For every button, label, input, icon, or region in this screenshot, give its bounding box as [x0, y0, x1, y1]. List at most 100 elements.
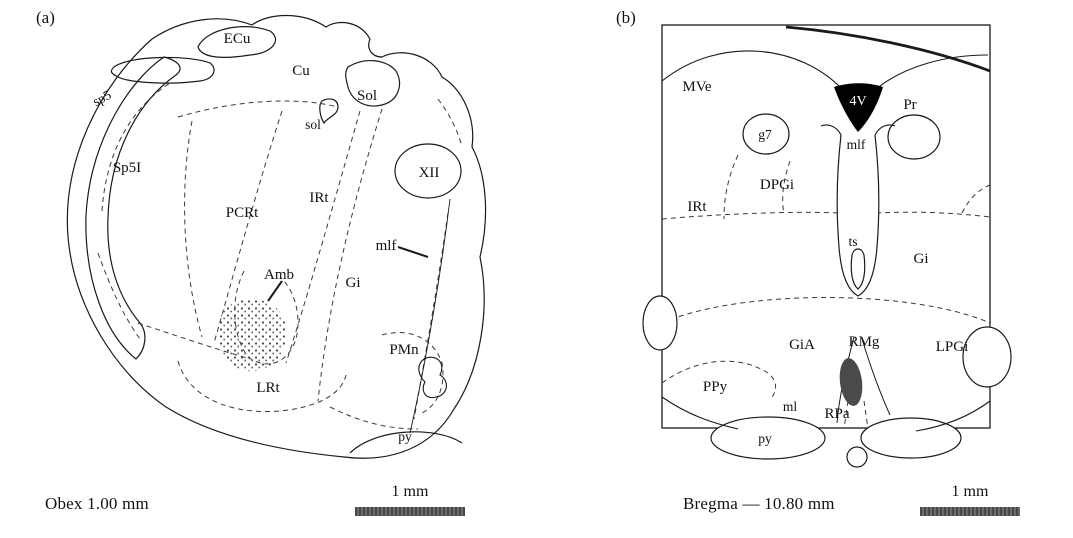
rpa-dashed-line — [863, 400, 869, 430]
sp5-dorsal-capsule — [110, 56, 215, 84]
py-right-outline — [860, 417, 962, 459]
mlf-column-outline — [836, 134, 880, 297]
ventricle-roof-curve — [875, 54, 989, 90]
region-label-4v: 4V — [849, 94, 866, 109]
panel-b-solid-structures — [642, 113, 1012, 468]
dashed-boundary — [137, 322, 251, 360]
pr-outline — [887, 114, 941, 160]
xii-nucleus-outline — [394, 143, 462, 199]
amb-dashed-enclosure — [234, 270, 299, 365]
dashed-boundary — [661, 297, 991, 324]
region-label-g7: g7 — [758, 127, 772, 142]
region-label-xii: XII — [419, 165, 440, 181]
dashed-boundary — [177, 100, 339, 118]
region-label-dpgi: DPGi — [760, 177, 794, 193]
cerebellum-curve — [785, 25, 991, 73]
region-label-sol-tract: sol — [305, 117, 321, 132]
sp5-inner-dash — [101, 82, 171, 212]
dashed-boundary — [875, 211, 991, 218]
region-label-sol-nucleus: Sol — [357, 88, 377, 104]
amb-stipple-cluster — [218, 299, 287, 372]
mlf-flare — [874, 124, 896, 136]
region-label-rpa: RPa — [824, 406, 849, 422]
ppy-dashed-enclosure — [661, 360, 776, 399]
rpa-dashed-line — [843, 400, 849, 430]
dashed-boundary — [317, 108, 383, 402]
ventral-surface-curve — [661, 396, 739, 430]
panel-b-frame — [661, 24, 991, 429]
panel-b-scale-bar — [920, 507, 1020, 516]
dashed-boundary — [184, 120, 203, 338]
raphe-line — [861, 338, 891, 416]
lrt-dashed-enclosure — [177, 360, 347, 413]
ts-inner-outline — [850, 248, 866, 290]
sp5-band — [85, 56, 181, 360]
mlf-pointer-tick — [397, 246, 429, 258]
region-label-py: py — [398, 429, 412, 444]
region-label-irt: IRt — [687, 199, 707, 215]
region-label-mlf: mlf — [847, 137, 866, 152]
panel-a-caption: Obex 1.00 mm — [45, 494, 149, 513]
region-label-lpgi: LPGi — [936, 339, 969, 355]
midline-vessel-circle — [846, 446, 868, 468]
panel-a-scale-bar — [355, 507, 465, 516]
region-label-sp5i: Sp5I — [113, 160, 141, 176]
region-label-amb: Amb — [264, 267, 294, 283]
mlf-flare — [820, 124, 842, 136]
dashed-boundary — [782, 160, 791, 214]
region-label-cu: Cu — [292, 63, 310, 79]
region-label-pr: Pr — [903, 97, 916, 113]
region-label-gi: Gi — [346, 275, 361, 291]
g7-outline — [742, 113, 790, 155]
section-outline — [66, 14, 487, 459]
region-label-ts: ts — [848, 234, 857, 249]
fourth-ventricle-fill — [834, 83, 883, 132]
panel-a-drawing: ECu Cu Sol sol sp5 Sp5I PCRt IRt XII mlf… — [66, 14, 487, 459]
sol-nucleus-outline — [345, 60, 401, 107]
sp5-inner-dash — [97, 252, 141, 340]
dashed-boundary — [413, 212, 449, 420]
region-label-py: py — [758, 431, 772, 446]
panel-b-labels: MVe g7 4V Pr mlf DPGi IRt ts Gi GiA RMg … — [682, 79, 968, 446]
panel-b-tag: (b) — [616, 8, 636, 27]
region-label-ml: ml — [783, 399, 798, 414]
panel-a-solid-outlines — [66, 14, 487, 459]
region-label-sp5: sp5 — [90, 87, 114, 109]
region-label-ppy: PPy — [703, 379, 728, 395]
panel-b-scale-label: 1 mm — [951, 483, 989, 500]
panel-a-details — [267, 198, 463, 454]
panel-a-dashed-boundaries — [97, 82, 463, 430]
region-label-mve: MVe — [682, 79, 712, 95]
region-label-lrt: LRt — [256, 380, 280, 396]
ecu-outline — [197, 26, 276, 58]
panel-b-dashed-boundaries — [661, 154, 991, 430]
pmn-dashed-boundary — [381, 332, 444, 414]
region-label-rmg: RMg — [849, 334, 880, 350]
sol-tract-outline — [319, 98, 339, 125]
region-label-ecu: ECu — [224, 31, 251, 47]
lpgi-outline — [962, 326, 1012, 388]
ventral-surface-curve — [915, 400, 991, 432]
amb-pointer-tick — [267, 280, 283, 302]
region-label-irt: IRt — [309, 190, 329, 206]
panel-b-curves — [661, 25, 991, 432]
region-label-gia: GiA — [789, 337, 815, 353]
py-boundary — [349, 431, 463, 454]
ventricle-roof-curve — [661, 50, 843, 90]
panel-a-labels: ECu Cu Sol sol sp5 Sp5I PCRt IRt XII mlf… — [90, 31, 439, 444]
dashed-boundary — [329, 406, 419, 430]
dashed-boundary — [213, 110, 283, 344]
mlf-line — [409, 198, 451, 434]
left-edge-nucleus-outline — [642, 295, 678, 351]
dashed-boundary — [661, 211, 839, 220]
dashed-boundary — [437, 98, 463, 148]
region-label-pmn: PMn — [389, 342, 419, 358]
region-label-gi: Gi — [914, 251, 929, 267]
region-label-mlf: mlf — [376, 238, 397, 254]
panel-a-scale-label: 1 mm — [391, 483, 429, 500]
panel-b-caption: Bregma — 10.80 mm — [683, 494, 835, 513]
dashed-boundary — [285, 110, 361, 364]
rmg-injection-site — [839, 358, 863, 406]
py-left-outline — [710, 416, 826, 460]
